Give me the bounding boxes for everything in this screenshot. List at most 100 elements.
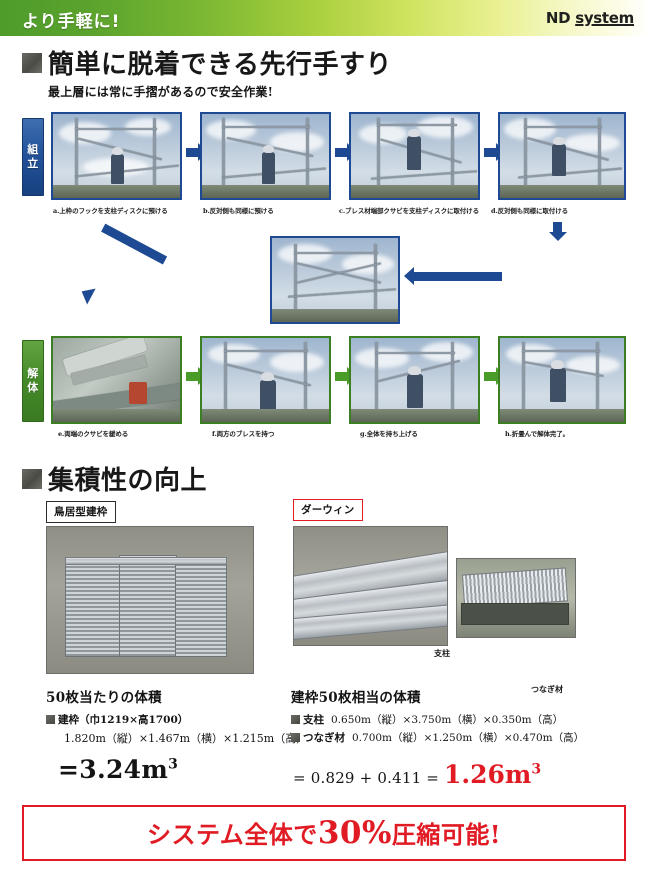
ground-area: [500, 408, 624, 422]
cloud-shape: [270, 132, 324, 152]
arrow-head: [549, 232, 567, 241]
assembly-caption-b: b.反対側も同様に預ける: [203, 207, 274, 215]
left-spec-item-name: 建枠（巾1219×高1700）: [58, 714, 189, 726]
right-spec-name-tie: つなぎ材: [303, 732, 345, 744]
right-spec-item-tie: つなぎ材 0.700m（縦）×1.250m（横）×0.470m（高）: [291, 730, 584, 745]
disassembly-photo-e: [51, 336, 182, 424]
left-result-value: =3.24m: [58, 755, 169, 784]
scaffold-rail: [377, 124, 457, 126]
worker-helmet-icon: [551, 360, 564, 369]
arrow-shaft: [101, 223, 168, 265]
worker-helmet-icon: [263, 145, 274, 153]
product-label-darwin: ダーウィン: [293, 499, 363, 521]
worker-figure: [111, 154, 124, 184]
left-spec-item: 建枠（巾1219×高1700）: [46, 712, 188, 727]
banner-text: システム全体で30%圧縮可能!: [147, 815, 501, 851]
right-spec-name-post: 支柱: [303, 714, 324, 726]
right-spec-dims-post: 0.650m（縦）×3.750m（横）×0.350m（高）: [331, 714, 564, 726]
worker-figure: [407, 374, 423, 408]
right-spec-title: 建枠50枚相当の体積: [291, 690, 421, 706]
square-marker-icon: [46, 715, 55, 724]
scaffold-pole: [294, 244, 297, 322]
scaffold-rail: [294, 252, 378, 254]
worker-figure: [262, 152, 275, 184]
assembly-photo-a: [51, 112, 182, 200]
cloud-shape: [506, 344, 556, 364]
photo-torii-frame-stack: [46, 526, 254, 674]
frame-bundle: [65, 563, 121, 657]
vertical-tab-disassembly: 解 体: [22, 340, 44, 422]
arrow-shaft: [335, 148, 347, 157]
disassembly-caption-f: f.両方のブレスを持つ: [212, 430, 275, 438]
scaffold-brace: [380, 138, 462, 164]
wedge-red-part: [129, 382, 147, 404]
arrow-shaft: [553, 222, 562, 232]
cloud-shape: [270, 352, 324, 372]
assembly-tab-char-2: 立: [27, 157, 39, 170]
assembly-photo-d: [498, 112, 626, 200]
scaffold-rail: [522, 350, 600, 352]
ground-area: [53, 408, 180, 422]
banner-percent: 30%: [317, 815, 392, 851]
worker-figure: [407, 136, 421, 170]
square-marker-icon: [291, 733, 300, 742]
scaffold-pole: [304, 342, 307, 422]
assembly-photo-b: [200, 112, 331, 200]
disassembly-tab-char-2: 体: [27, 381, 39, 394]
cloud-shape: [359, 124, 407, 144]
photo-darwin-tie-stack: [456, 558, 576, 638]
ground-area: [351, 408, 478, 422]
section1-subheading: 最上層には常に手摺があるので安全作業!: [48, 85, 274, 99]
square-marker-icon: [291, 715, 300, 724]
left-spec-dimensions: 1.820m（縦）×1.467m（横）×1.215m（高）: [64, 732, 308, 745]
scaffold-rail: [524, 126, 602, 128]
arrow-shaft: [484, 372, 496, 381]
disassembly-caption-h: h.折畳んで解体完了。: [505, 430, 570, 438]
section2-heading-text: 集積性の向上: [48, 466, 208, 496]
worker-figure: [550, 368, 566, 402]
brand-underlined: system: [575, 9, 634, 27]
brand-prefix: ND: [545, 9, 576, 27]
square-bullet-icon: [22, 52, 42, 73]
scaffold-pole: [224, 342, 227, 422]
scaffold-pole: [375, 342, 378, 422]
assembly-photo-transition: [270, 236, 400, 324]
scaffold-pole: [522, 342, 525, 422]
scaffold-rail: [224, 350, 308, 352]
right-calc-prefix: = 0.829 + 0.411 =: [293, 769, 445, 787]
worker-helmet-icon: [408, 366, 421, 375]
arrow-shaft: [414, 272, 502, 281]
ground-area: [53, 184, 180, 198]
arrow-shaft: [335, 372, 347, 381]
cloud-shape: [125, 118, 171, 136]
scaffold-rail: [371, 170, 477, 180]
banner-text-after: 圧縮可能!: [391, 820, 501, 849]
arrow-shaft: [186, 148, 198, 157]
right-calc-result: 1.26m3: [444, 760, 541, 789]
scaffold-pole: [377, 118, 380, 198]
banner-text-before: システム全体で: [147, 820, 318, 849]
frame-bundle: [175, 561, 227, 657]
scaffold-rail: [375, 352, 455, 354]
cloud-shape: [206, 120, 256, 140]
left-result-exponent: 3: [168, 756, 179, 773]
assembly-caption-c: c.ブレス材端部クサビを支柱ディスクに取付ける: [339, 207, 479, 215]
cloud-shape: [208, 344, 260, 364]
frame-top-edge: [65, 557, 227, 565]
assembly-photo-c: [349, 112, 480, 200]
frame-bundle: [119, 555, 177, 657]
left-result-volume: =3.24m3: [58, 755, 178, 784]
worker-helmet-icon: [408, 129, 420, 137]
page-title: より手軽に!: [22, 12, 121, 32]
right-calc-result-value: 1.26m: [444, 760, 532, 789]
disassembly-caption-e: e.両端のクサビを緩める: [58, 430, 129, 438]
ground-area: [351, 184, 478, 198]
ground-area: [500, 184, 624, 198]
worker-figure: [260, 380, 276, 412]
disassembly-photo-f: [200, 336, 331, 424]
bottom-banner: システム全体で30%圧縮可能!: [22, 805, 626, 861]
section-heading-stackability: 集積性の向上: [22, 460, 207, 497]
nd-system-logo: ND system: [546, 9, 634, 27]
section1-heading-text: 簡単に脱着できる先行手すり: [48, 50, 392, 80]
disassembly-tab-char-1: 解: [27, 367, 39, 381]
